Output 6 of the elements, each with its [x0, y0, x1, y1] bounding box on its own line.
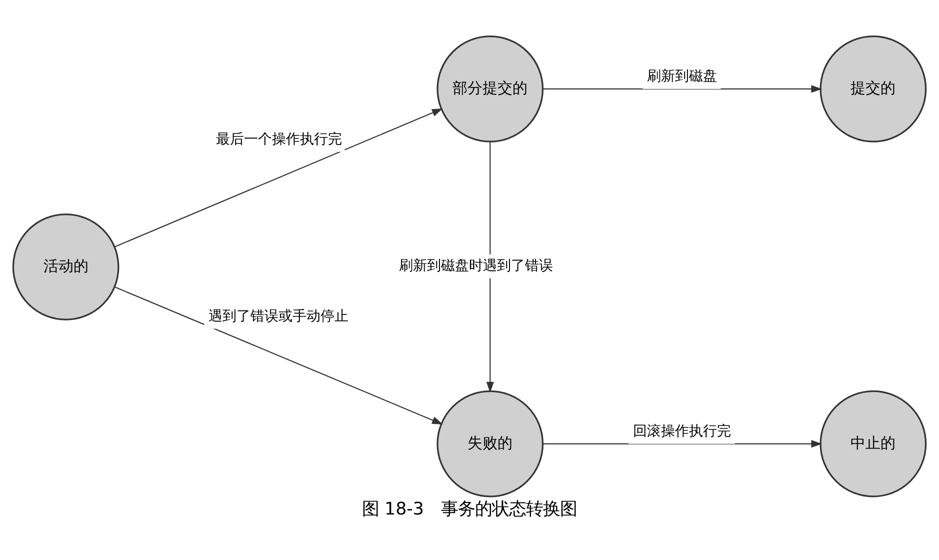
caption: 图 18-3 事务的状态转换图 [362, 499, 577, 520]
edge-label: 遇到了错误或手动停止 [208, 308, 349, 324]
edge-label: 回滚操作执行完 [632, 423, 731, 440]
edge-label: 刷新到磁盘 [646, 68, 717, 84]
edge-label: 刷新到磁盘时遇到了错误 [398, 258, 553, 274]
edge-label: 最后一个操作执行完 [216, 131, 342, 148]
